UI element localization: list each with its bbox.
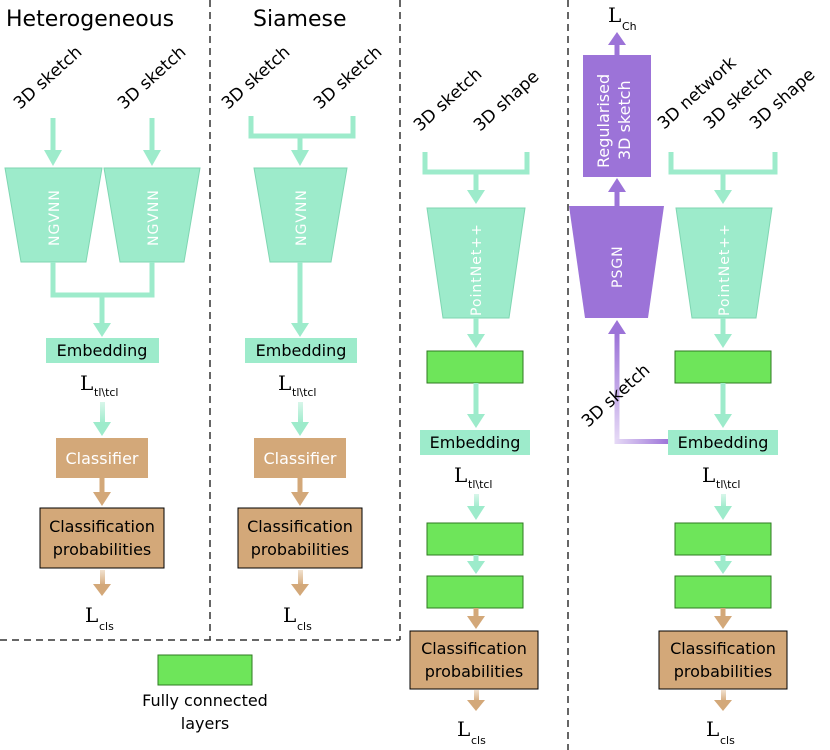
pointnet-network xyxy=(426,207,526,319)
input-label-sketch-2: 3D sketch xyxy=(114,42,190,114)
loss-tl-subscript: tl\tcl xyxy=(716,478,741,491)
classification-probabilities-box xyxy=(39,507,165,569)
fc-layer-2 xyxy=(674,522,772,556)
embedding-label: Embedding xyxy=(678,433,769,452)
loss-cls-subscript: cls xyxy=(99,620,114,633)
psgn-label: PSGN xyxy=(610,245,626,288)
loss-cls-subscript: cls xyxy=(720,734,735,747)
regularised-sketch-box xyxy=(583,55,651,177)
panel-title-heterogeneous: Heterogeneous xyxy=(6,7,174,32)
probabilities-line-2: probabilities xyxy=(425,662,524,681)
panel-separators xyxy=(0,0,569,750)
loss-tl-label: L xyxy=(80,371,93,395)
fc-layer-1 xyxy=(426,350,524,384)
loss-cls-label: L xyxy=(706,717,719,741)
fc-layer-1 xyxy=(674,350,772,384)
loss-tl-subscript: tl\tcl xyxy=(468,478,493,491)
probabilities-line-1: Classification xyxy=(421,639,527,658)
classifier-box xyxy=(56,438,148,478)
loss-tl-subscript: tl\tcl xyxy=(94,386,119,399)
embedding-box xyxy=(668,430,778,455)
loss-cls-subscript: cls xyxy=(471,734,486,747)
input-label-sketch-1: 3D sketch xyxy=(10,42,86,114)
legend: Fully connected layers xyxy=(142,654,268,733)
fc-layer-3 xyxy=(426,575,524,609)
loss-cls-label: L xyxy=(457,717,470,741)
loss-tl-label: L xyxy=(278,371,291,395)
legend-line-2: layers xyxy=(181,714,229,733)
probabilities-line-1: Classification xyxy=(49,517,155,536)
probabilities-line-1: Classification xyxy=(247,517,353,536)
ngvnn-network xyxy=(253,167,348,263)
pointnet-label: PointNet++ xyxy=(469,223,485,316)
classifier-box xyxy=(254,438,346,478)
loss-ch-subscript: Ch xyxy=(622,20,637,33)
embedding-box xyxy=(245,338,357,363)
loss-cls-label: L xyxy=(85,603,98,627)
ngvnn-label: NGVNN xyxy=(294,189,310,246)
embedding-label: Embedding xyxy=(430,433,521,452)
ngvnn-label-2: NGVNN xyxy=(146,189,162,246)
loss-tl-subscript: tl\tcl xyxy=(292,386,317,399)
loss-tl-label: L xyxy=(702,463,715,487)
embedding-box xyxy=(420,430,530,455)
fc-layer-2 xyxy=(426,522,524,556)
ngvnn-network-2 xyxy=(103,167,201,263)
embedding-label: Embedding xyxy=(256,341,347,360)
fc-layer-3 xyxy=(674,575,772,609)
psgn-network xyxy=(569,206,664,318)
regularised-line-2: 3D sketch xyxy=(615,80,634,160)
classification-probabilities-box xyxy=(237,507,363,569)
probabilities-line-2: probabilities xyxy=(674,662,773,681)
ngvnn-label-1: NGVNN xyxy=(47,189,63,246)
pointnet-label: PointNet++ xyxy=(717,223,733,316)
panel-pointnet: 3D sketch 3D shape PointNet++ Embedding … xyxy=(409,64,543,747)
classifier-label: Classifier xyxy=(65,449,138,468)
pointnet-network xyxy=(675,207,773,319)
loss-ch-label: L xyxy=(608,3,621,27)
legend-line-1: Fully connected xyxy=(142,691,268,710)
loss-tl-label: L xyxy=(454,463,467,487)
input-label-sketch-1: 3D sketch xyxy=(218,42,294,114)
embedding-box xyxy=(46,338,159,363)
panel-psgn: L Ch Regularised 3D sketch PSGN 3D sketc… xyxy=(569,3,819,747)
panel-heterogeneous: Heterogeneous 3D sketch 3D sketch NGVNN … xyxy=(4,7,201,633)
panel-title-siamese: Siamese xyxy=(253,7,347,32)
embedding-label: Embedding xyxy=(57,341,148,360)
classifier-label: Classifier xyxy=(263,449,336,468)
probabilities-line-2: probabilities xyxy=(53,540,152,559)
classification-probabilities-box xyxy=(409,630,539,690)
regularised-line-1: Regularised xyxy=(594,74,613,168)
legend-fc-swatch xyxy=(157,654,253,686)
classification-probabilities-box xyxy=(658,630,788,690)
probabilities-line-1: Classification xyxy=(670,639,776,658)
panel-siamese: Siamese 3D sketch 3D sketch NGVNN Embedd… xyxy=(218,7,386,633)
loss-cls-subscript: cls xyxy=(297,620,312,633)
ngvnn-network-1 xyxy=(4,167,103,263)
loss-cls-label: L xyxy=(283,603,296,627)
probabilities-line-2: probabilities xyxy=(251,540,350,559)
input-label-sketch-2: 3D sketch xyxy=(310,42,386,114)
